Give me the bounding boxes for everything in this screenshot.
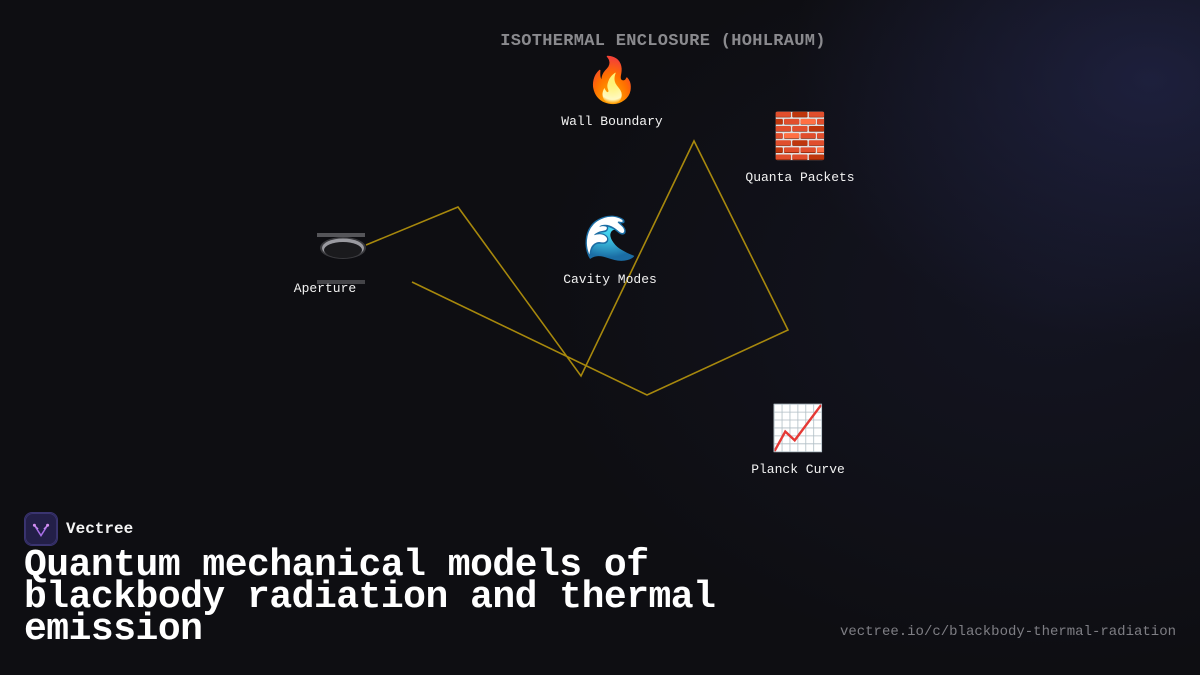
source-url[interactable]: vectree.io/c/blackbody-thermal-radiation [839, 624, 1176, 640]
node-label-quanta-packets: Quanta Packets [745, 170, 855, 185]
node-planck-curve: 📈 Planck Curve [718, 402, 878, 477]
fire-icon: 🔥 [584, 55, 640, 106]
diagram-title: ISOTHERMAL ENCLOSURE (HOHLRAUM) [500, 32, 826, 51]
node-quanta-packets: 🧱 Quanta Packets [720, 110, 880, 185]
wave-icon: 🌊 [582, 213, 638, 264]
brick-icon: 🧱 [772, 111, 828, 162]
brand-name: Vectree [66, 520, 134, 538]
node-label-aperture: Aperture [293, 281, 357, 296]
hole-icon [317, 233, 366, 284]
vectree-logo-icon [24, 512, 58, 546]
photon-ray-path [365, 139, 790, 396]
node-label-planck-curve: Planck Curve [751, 462, 845, 477]
node-label-wall-boundary: Wall Boundary [561, 114, 663, 129]
chart-increasing-icon: 📈 [770, 403, 826, 454]
node-cavity-modes: 🌊 Cavity Modes [530, 212, 690, 287]
brand: Vectree [24, 512, 133, 546]
page-headline: Quantum mechanical models of blackbody r… [24, 544, 716, 651]
node-label-cavity-modes: Cavity Modes [563, 272, 657, 287]
node-wall-boundary: 🔥 Wall Boundary [532, 54, 692, 129]
